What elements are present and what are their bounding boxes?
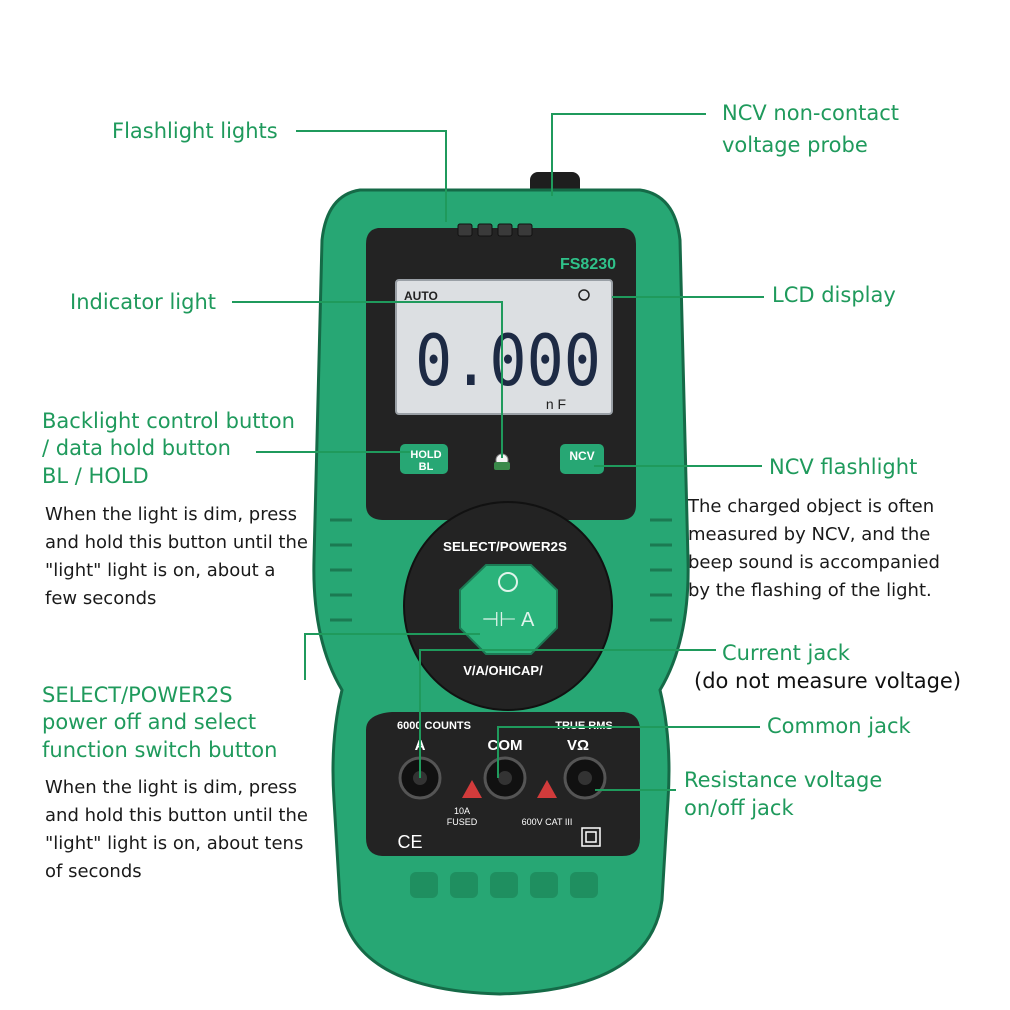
indicator-base — [494, 462, 510, 470]
jack-v-label: VΩ — [567, 737, 589, 754]
callout-backlight-line3: BL / HOLD — [42, 464, 149, 488]
ce-mark: CE — [397, 832, 422, 852]
callout-backlight-line1: Backlight control button — [42, 409, 295, 433]
double-insulation-icon — [581, 827, 601, 847]
callout-backlight-line2: / data hold button — [42, 436, 231, 460]
ncv-description: The charged object is often measured by … — [688, 496, 940, 601]
callout-flashlight: Flashlight lights — [112, 119, 278, 143]
select-button-symbol: ⊣⊢ A — [482, 609, 535, 631]
ncv-button[interactable] — [560, 444, 604, 474]
model-label: FS8230 — [560, 256, 616, 273]
warning-icon-left — [462, 780, 482, 798]
selector-ring-label: SELECT/POWER2S — [443, 539, 567, 554]
callout-current-jack: Current jack — [722, 641, 850, 665]
lcd-unit: n F — [546, 396, 566, 412]
backlight-description: When the light is dim, press and hold th… — [45, 504, 308, 609]
callout-select-line3: function switch button — [42, 738, 278, 762]
cat-rating-label: 600V CAT III — [522, 817, 573, 827]
hold-bl-button[interactable] — [400, 444, 448, 474]
callout-lines — [232, 113, 764, 791]
fused-label-bottom: FUSED — [447, 817, 478, 827]
jack-com-label: COM — [488, 737, 523, 754]
callout-resistance-line2: on/off jack — [684, 796, 794, 820]
current-jack-note: (do not measure voltage) — [694, 669, 962, 693]
callout-indicator: Indicator light — [70, 290, 217, 314]
hold-button-bottom-label: BL — [419, 461, 434, 473]
flashlight-leds — [457, 223, 533, 237]
select-power-button[interactable] — [459, 564, 558, 655]
lcd-power-icon — [578, 289, 590, 301]
selector-bottom-label: V/A/OHICAP/ — [463, 663, 543, 678]
callout-ncv-flashlight: NCV flashlight — [769, 455, 918, 479]
ncv-button-label: NCV — [569, 449, 594, 463]
callout-select-line1: SELECT/POWER2S — [42, 683, 233, 707]
jack-v-ohm[interactable] — [563, 756, 607, 800]
callout-resistance-line1: Resistance voltage — [684, 768, 883, 792]
callout-select-line2: power off and select — [42, 710, 257, 734]
lcd-screen — [395, 279, 613, 415]
counts-label: 6000 COUNTS — [397, 720, 471, 732]
jack-com[interactable] — [483, 756, 527, 800]
warning-icon-right — [537, 780, 557, 798]
power-icon — [498, 572, 518, 592]
lcd-reading: 0.000 — [415, 320, 601, 402]
side-grip-ribs — [330, 518, 672, 622]
callout-common-jack: Common jack — [767, 714, 911, 738]
callout-lcd: LCD display — [772, 283, 896, 307]
select-description: When the light is dim, press and hold th… — [45, 777, 308, 882]
bottom-ridges — [410, 872, 598, 898]
callout-ncv-probe-line1: NCV non-contact — [722, 101, 900, 125]
fused-label-top: 10A — [454, 806, 470, 816]
lcd-mode-label: AUTO — [404, 289, 438, 303]
callout-ncv-probe-line2: voltage probe — [722, 133, 868, 157]
hold-button-top-label: HOLD — [410, 449, 441, 461]
